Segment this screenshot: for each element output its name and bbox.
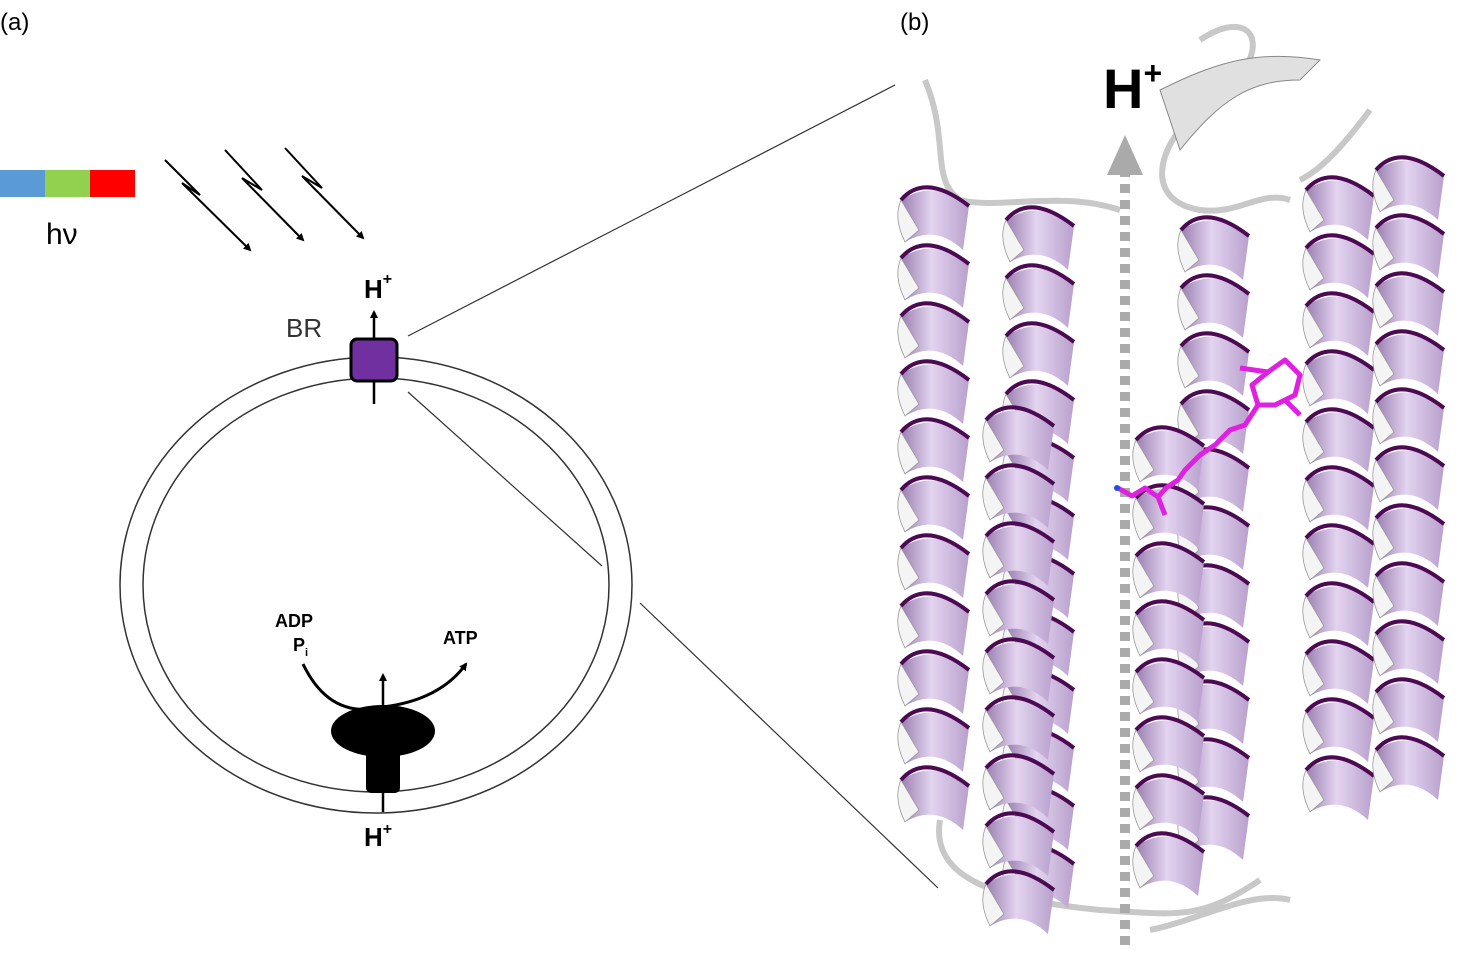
adp-label: ADP [275,611,313,631]
spectrum-red [90,170,135,197]
helix-turn [982,463,1056,528]
helix-turn [897,649,971,714]
helix-turn [1302,349,1376,414]
retinal-chromophore [1114,357,1303,516]
helix-turn [1372,387,1446,452]
light-rays-icon [164,147,365,252]
helix-turn [1132,715,1206,780]
helix-turn [1302,291,1376,356]
helix-turn [1372,503,1446,568]
proton-out-label: H+ [364,271,392,304]
helix-turn [1302,639,1376,704]
helix-turn [1372,155,1446,220]
helix-turn [1177,331,1251,396]
proton-pathway-arrowhead [1107,135,1143,175]
helix-turn [982,521,1056,586]
panel-label-b: (b) [900,9,929,36]
helix-turn [1372,329,1446,394]
helix-turn [897,185,971,250]
helix-turn [1132,483,1206,548]
helix-turn [897,707,971,772]
helix-turn [897,765,971,830]
helix-turn [1132,831,1206,896]
light-spectrum-bar [0,170,135,197]
helix-turn [1372,213,1446,278]
helix-turn [897,475,971,540]
helix-turn [1132,541,1206,606]
helix-turn [897,243,971,308]
zoom-line-bottom-outer [639,602,939,889]
helix-turn [1177,215,1251,280]
helix-turn [1132,599,1206,664]
helix-turn [982,579,1056,644]
helix-turn [1002,321,1076,386]
helix-turn [1132,425,1206,490]
helix-turn [1002,263,1076,328]
helix-turn [897,591,971,656]
helix-turn [982,405,1056,470]
helix-turn [1372,445,1446,510]
proton-in-label: H+ [364,821,392,852]
helix-turn [1177,273,1251,338]
bacteriorhodopsin-pump [349,337,399,383]
structure-proton-label: H+ [1103,55,1162,120]
helix-turn [1302,465,1376,530]
helix-turn [1302,233,1376,298]
pi-label: Pi [293,635,308,659]
zoom-line-top [407,84,896,337]
spectrum-blue [0,170,45,197]
helix-turn [1302,523,1376,588]
light-label: hν [46,218,78,251]
spectrum-green [45,170,90,197]
helix-turn [1372,677,1446,742]
helix-turn [1372,271,1446,336]
panel-label-a: (a) [0,9,29,36]
helix-turn [982,637,1056,702]
helix-turn [897,359,971,424]
helix-turn [897,301,971,366]
helix-turn [982,753,1056,818]
helix-turn [897,417,971,482]
helix-turn [1372,561,1446,626]
helix-turn [897,533,971,598]
protein-structure [897,24,1446,934]
helix-turn [1132,657,1206,722]
helix-turn [1132,773,1206,838]
helix-turn [982,811,1056,876]
helix-turn [1002,205,1076,270]
zoom-line-bottom-inner [407,391,603,567]
helix-turn [1302,755,1376,820]
helix-turn [1302,175,1376,240]
helix-turn [1372,619,1446,684]
helix-turn [982,695,1056,760]
helix-turn [1302,581,1376,646]
br-label: BR [286,313,322,343]
helix-turn [1302,697,1376,762]
helix-turn [1302,407,1376,472]
helix-turn [1372,735,1446,800]
atp-synthesis-arrow [301,662,468,711]
atp-label: ATP [443,628,478,648]
helix-turn [982,869,1056,934]
